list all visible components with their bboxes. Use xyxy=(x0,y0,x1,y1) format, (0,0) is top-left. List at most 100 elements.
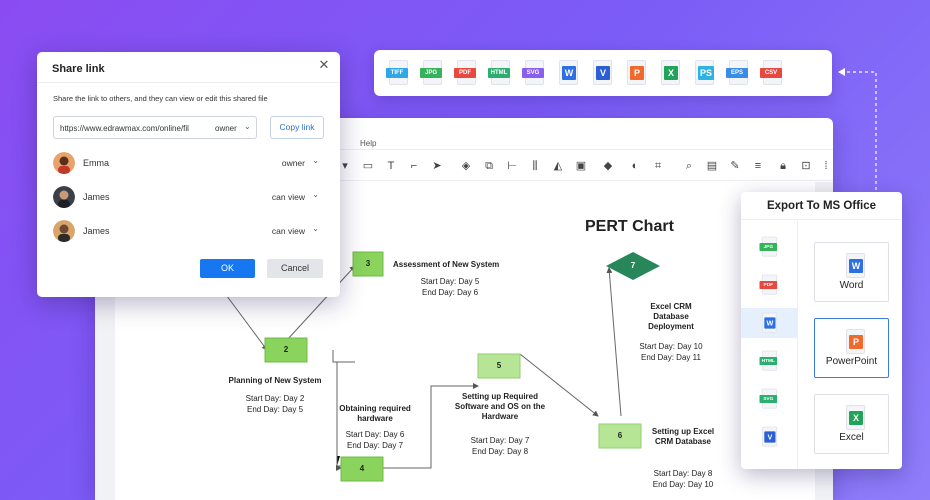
fill-color-icon[interactable]: ◆ xyxy=(603,160,613,172)
format-label: P xyxy=(630,66,644,80)
export-format-tiff-icon[interactable]: TIFF xyxy=(386,60,411,86)
node-2-id: 2 xyxy=(283,345,289,354)
collaborator-name: Emma xyxy=(83,158,110,168)
node-6-end: End Day: Day 10 xyxy=(652,480,714,489)
ms-office-title: Export To MS Office xyxy=(766,200,877,212)
diagram-page: PERT Chart 2 3 4 5 6 7 Planning of New S… xyxy=(115,182,815,500)
flip-icon[interactable]: ◭ xyxy=(553,160,563,172)
ms-side-format-html[interactable]: HTML xyxy=(741,346,797,376)
pointer-tool-icon[interactable]: ➤ xyxy=(432,160,442,172)
style-icon[interactable]: ◐ xyxy=(631,160,639,172)
chevron-down-icon[interactable]: ⌄ xyxy=(244,122,251,131)
export-format-pdf-icon[interactable]: PDF xyxy=(454,60,479,86)
more-icon[interactable]: ⁞ xyxy=(824,160,828,172)
card-label: Excel xyxy=(839,432,864,443)
size-icon[interactable]: ▣ xyxy=(575,160,587,172)
search-icon[interactable]: ⌕ xyxy=(685,160,693,172)
chevron-down-icon[interactable]: ⌄ xyxy=(312,156,319,165)
collaborator-row: Emma owner ⌄ xyxy=(53,152,325,176)
node-3-end: End Day: Day 6 xyxy=(421,288,479,297)
format-label: V xyxy=(596,66,610,80)
node-6-id: 6 xyxy=(617,431,623,440)
ms-side-format-jpg[interactable]: JPG xyxy=(741,232,797,262)
dashed-arrow-icon xyxy=(838,68,877,190)
export-format-csv-icon[interactable]: CSV xyxy=(760,60,785,86)
ms-side-format-v[interactable]: V xyxy=(741,422,797,452)
arrow-2-3 xyxy=(286,265,356,341)
chevron-down-icon[interactable]: ⌄ xyxy=(312,190,319,199)
powerpoint-icon: P xyxy=(843,329,868,355)
format-label: SVG xyxy=(759,395,778,403)
ms-side-format-pdf[interactable]: PDF xyxy=(741,270,797,300)
collaborator-permission-select[interactable]: can view xyxy=(271,192,305,202)
export-format-svg-icon[interactable]: SVG xyxy=(522,60,547,86)
node-2-end: End Day: Day 5 xyxy=(246,405,304,414)
format-label: X xyxy=(664,66,678,80)
excel-icon: X xyxy=(843,405,868,431)
arrow-4-5 xyxy=(383,383,479,469)
chevron-down-icon[interactable]: ⌄ xyxy=(312,224,319,233)
collaborator-name: James xyxy=(83,192,110,202)
node-2-name: Planning of New System xyxy=(228,376,322,385)
group-icon[interactable]: ⧉ xyxy=(485,160,493,172)
pen-icon[interactable]: ✎ xyxy=(730,160,740,172)
rectangle-tool-icon[interactable]: ▭ xyxy=(362,160,374,172)
copy-link-button[interactable]: Copy link xyxy=(270,116,324,139)
export-format-w-icon[interactable]: W xyxy=(556,60,581,86)
node-7 xyxy=(606,252,660,280)
close-icon[interactable]: ✕ xyxy=(318,57,330,72)
ok-button[interactable]: OK xyxy=(200,259,255,278)
node-6-name: Setting up Excel CRM Database xyxy=(651,427,715,446)
frame-icon[interactable]: ⊡ xyxy=(801,160,811,172)
share-url-text[interactable]: https://www.edrawmax.com/online/fil xyxy=(60,124,189,133)
avatar xyxy=(53,186,75,208)
collaborator-permission-select[interactable]: owner xyxy=(281,158,305,168)
format-label: TIFF xyxy=(386,68,408,78)
line-style-icon[interactable]: ≡ xyxy=(754,160,762,172)
toolbar: ▾ ▭ T ⌐ ➤ ◈ ⧉ ⊢ ⫼ ◭ ▣ ◆ ◐ ⌗ ⌕ ▤ ✎ ≡ 🔒︎ ⊡… xyxy=(95,151,833,181)
export-format-v-icon[interactable]: V xyxy=(590,60,615,86)
image-icon[interactable]: ▤ xyxy=(706,160,718,172)
url-permission-select[interactable]: owner xyxy=(215,124,237,133)
layers-icon[interactable]: ◈ xyxy=(461,160,471,172)
node-4 xyxy=(340,456,384,482)
node-6-start: Start Day: Day 8 xyxy=(653,469,713,478)
lock-icon[interactable]: 🔒︎ xyxy=(780,160,786,172)
ms-side-format-w[interactable]: W xyxy=(741,308,797,338)
share-link-dialog: Share link ✕ Share the link to others, a… xyxy=(37,52,340,297)
crop-icon[interactable]: ⌗ xyxy=(654,160,662,172)
pert-chart-title: PERT Chart xyxy=(585,218,674,235)
menu-item-help[interactable]: Help xyxy=(360,139,377,148)
app-letter: P xyxy=(849,335,863,349)
distribute-icon[interactable]: ⫼ xyxy=(532,160,538,172)
export-format-jpg-icon[interactable]: JPG xyxy=(420,60,445,86)
share-url-field[interactable]: https://www.edrawmax.com/online/fil owne… xyxy=(53,116,257,139)
ms-side-format-svg[interactable]: SVG xyxy=(741,384,797,414)
export-format-p-icon[interactable]: P xyxy=(624,60,649,86)
text-tool-icon[interactable]: T xyxy=(387,160,395,172)
file-svg-icon: SVG xyxy=(759,388,780,410)
toolbar-dropdown-icon[interactable]: ▾ xyxy=(342,160,348,172)
node-4-name: Obtaining required hardware xyxy=(339,404,411,423)
export-format-x-icon[interactable]: X xyxy=(658,60,683,86)
node-5 xyxy=(477,353,521,379)
format-label: V xyxy=(764,431,776,443)
cancel-button[interactable]: Cancel xyxy=(267,259,323,278)
export-format-ps-icon[interactable]: PS xyxy=(692,60,717,86)
collaborator-permission-select[interactable]: can view xyxy=(271,226,305,236)
align-icon[interactable]: ⊢ xyxy=(507,160,517,172)
format-label: JPG xyxy=(420,68,442,78)
connector-tool-icon[interactable]: ⌐ xyxy=(410,160,418,172)
collaborator-row: James can view ⌄ xyxy=(53,220,325,244)
file-jpg-icon: JPG xyxy=(759,236,780,258)
file-v-icon: V xyxy=(760,426,780,448)
export-format-html-icon[interactable]: HTML xyxy=(488,60,513,86)
export-format-eps-icon[interactable]: EPS xyxy=(726,60,751,86)
node-3-id: 3 xyxy=(365,259,371,268)
collaborator-name: James xyxy=(83,226,110,236)
avatar xyxy=(53,220,75,242)
